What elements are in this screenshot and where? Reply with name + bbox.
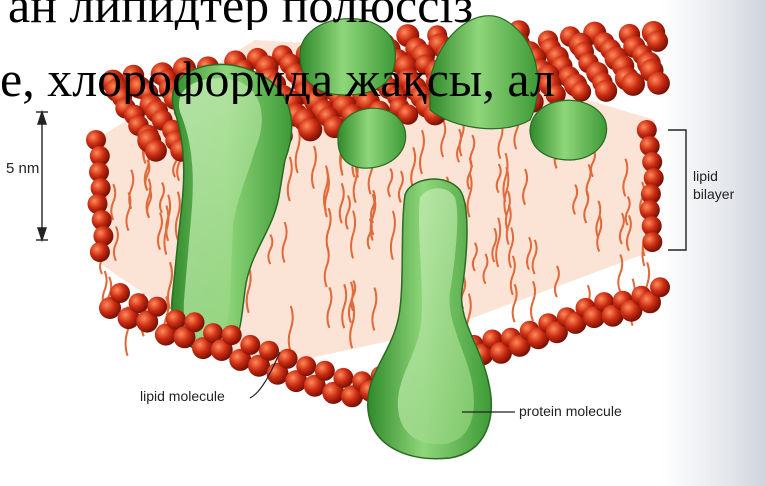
lipid-head [259,341,279,361]
lipid-head [650,277,670,297]
lipid-head [296,356,316,376]
lipid-molecule-label: lipid molecule [140,388,225,405]
lipid-head [147,297,167,317]
lipid-head [110,283,130,303]
peripheral-protein-right [530,100,607,160]
lipid-head [222,325,242,345]
lipid-head [90,242,110,262]
lipid-head [129,293,149,313]
lipid-head [240,335,260,355]
slide-text-line-2: е, хлороформда жақсы, ал [0,54,766,104]
scale-label: 5 nm [6,160,39,178]
bilayer-bracket [668,130,686,250]
bilayer-label-line-1: lipid [693,168,718,185]
lipid-head [278,349,298,369]
slide-text-line-1: ан липидтер полюссіз [8,0,766,30]
lipid-head [333,368,353,388]
lipid-head [145,140,167,162]
protein-molecule-label: protein molecule [519,403,622,420]
lipid-head [185,312,205,332]
lipid-head [315,361,335,381]
lipid-head [642,232,662,252]
lipid-head [299,118,323,142]
bilayer-label-line-2: bilayer [693,186,734,203]
